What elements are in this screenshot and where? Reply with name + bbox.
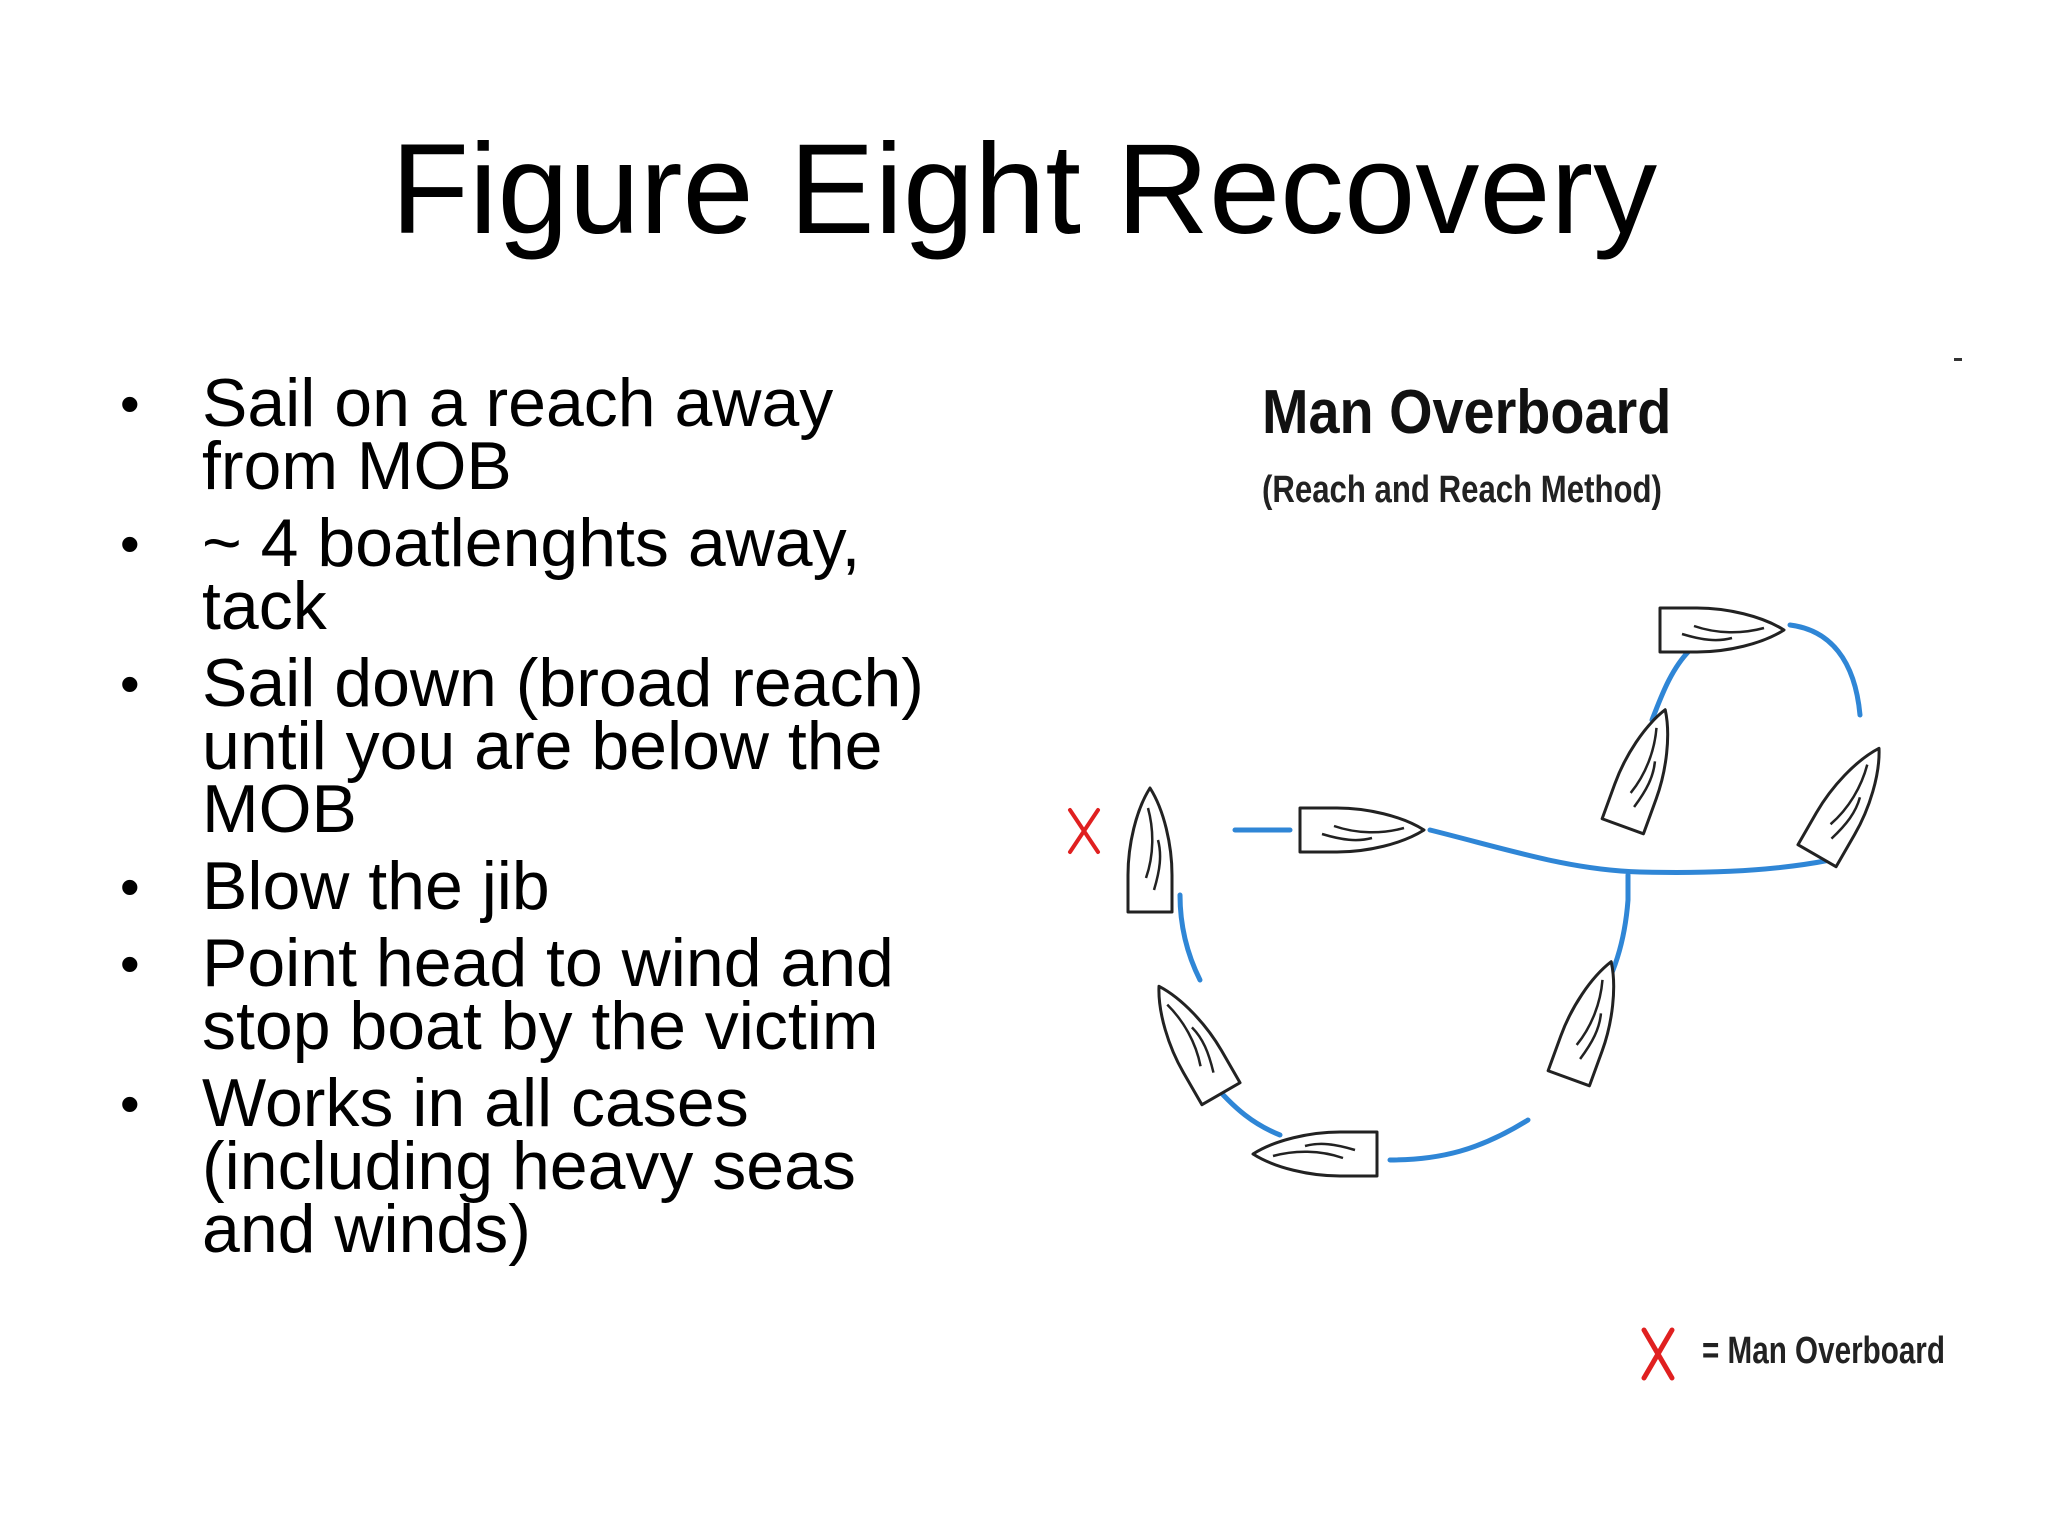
path-segment xyxy=(1787,622,1863,718)
slide-title: Figure Eight Recovery xyxy=(390,118,1658,261)
bullet-line: stop boat by the victim xyxy=(202,988,879,1064)
bullet-line: ~ 4 boatlenghts away, xyxy=(202,505,861,581)
bullet-dot: • xyxy=(120,512,140,575)
sailboat-icon xyxy=(1298,806,1426,854)
sailboat-icon xyxy=(1157,984,1242,1107)
sailboat-icon xyxy=(1251,1130,1379,1178)
bullet-item: • Works in all cases(including heavy seas… xyxy=(120,1065,1000,1267)
path-segment xyxy=(1387,1117,1531,1163)
bullet-line: until you are below the xyxy=(202,708,883,784)
figure-eight-svg xyxy=(1068,606,1881,1178)
sailboat-icon xyxy=(1796,746,1881,869)
bullet-item: • Sail down (broad reach)until you are be… xyxy=(120,645,1000,847)
bullet-line: Sail on a reach away xyxy=(202,365,834,441)
path-group xyxy=(1177,622,1863,1163)
diagram-subtitle: (Reach and Reach Method) xyxy=(1262,469,1662,511)
path-segment xyxy=(1177,892,1203,983)
boats-group xyxy=(1126,606,1881,1178)
legend-text: = Man Overboard xyxy=(1702,1330,1945,1372)
legend-x-icon xyxy=(1641,1327,1675,1381)
sailboat-icon xyxy=(1658,606,1786,654)
bullet-line: (including heavy seas xyxy=(202,1128,856,1204)
bullet-dot: • xyxy=(120,372,140,435)
bullet-line: MOB xyxy=(202,771,357,847)
bullet-line: and winds) xyxy=(202,1191,531,1267)
bullet-line: from MOB xyxy=(202,428,512,504)
bullet-line: Works in all cases xyxy=(202,1065,749,1141)
bullet-line: Sail down (broad reach) xyxy=(202,645,924,721)
mob-diagram: Man Overboard (Reach and Reach Method) =… xyxy=(1040,340,1980,1400)
mob-x-icon xyxy=(1068,808,1100,854)
bullet-dot: • xyxy=(120,652,140,715)
bullet-item: • Blow the jib xyxy=(120,848,1000,924)
sailboat-icon xyxy=(1126,786,1174,914)
bullet-line: tack xyxy=(202,568,327,644)
bullet-line: Point head to wind and xyxy=(202,925,894,1001)
bullet-dot: • xyxy=(120,1072,140,1135)
legend: = Man Overboard xyxy=(1636,1322,1976,1386)
path-segment xyxy=(1427,827,1833,875)
stray-mark xyxy=(1954,358,1962,361)
bullet-line: Blow the jib xyxy=(202,848,550,924)
bullet-dot: • xyxy=(120,932,140,995)
bullet-item: • ~ 4 boatlenghts away,tack xyxy=(120,505,1000,644)
sailboat-icon xyxy=(1546,960,1616,1088)
path-segment xyxy=(1649,647,1693,723)
sailboat-icon xyxy=(1600,708,1670,836)
diagram-title: Man Overboard xyxy=(1262,378,1672,447)
bullet-dot: • xyxy=(120,855,140,918)
